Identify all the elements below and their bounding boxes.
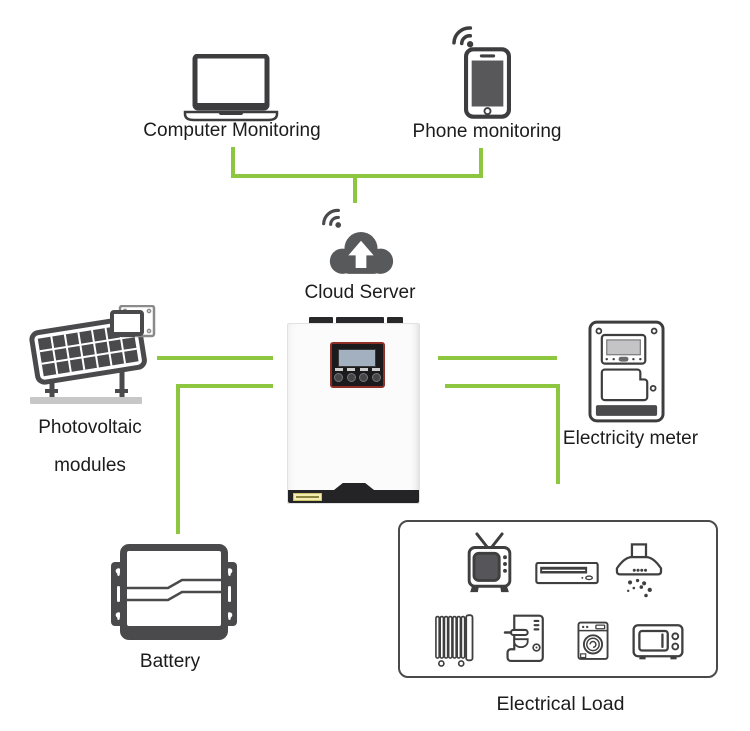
- electricity-meter-label: Electricity meter: [562, 428, 699, 449]
- connector-inverter-to-battery-h: [176, 384, 273, 388]
- oil-heater-icon: [433, 612, 475, 668]
- warning-label-icon: [293, 493, 322, 501]
- phone-monitoring-label: Phone monitoring: [412, 121, 562, 142]
- electrical-load-label: Electrical Load: [496, 693, 625, 715]
- washing-machine-icon: [577, 621, 609, 662]
- inverter-body: [287, 323, 420, 504]
- inverter-buttons: [334, 373, 381, 382]
- smartphone-icon: [464, 47, 511, 119]
- tv-icon: [461, 532, 518, 594]
- inverter-lcd-display: [338, 349, 376, 367]
- connector-phone-to-cloud: [479, 148, 483, 178]
- connector-inverter-to-load-h: [445, 384, 560, 388]
- inverter-vent-strip: [309, 317, 333, 324]
- laptop-icon: [183, 54, 279, 122]
- solar-panel-icon: [28, 305, 160, 407]
- connector-inverter-to-battery-v: [176, 384, 180, 534]
- wifi-icon: [320, 205, 349, 232]
- connector-inverter-to-load-v: [556, 384, 560, 484]
- battery-icon: [110, 542, 238, 646]
- electrical-load-box: [398, 520, 718, 678]
- photovoltaic-modules-label: Photovoltaic modules: [15, 412, 165, 481]
- connector-bus-to-cloud: [353, 178, 357, 203]
- connector-inverter-to-meter: [438, 356, 557, 360]
- range-hood-icon: [612, 543, 665, 603]
- microwave-icon: [631, 623, 685, 662]
- coffee-machine-icon: [502, 614, 550, 666]
- pv-label-line1: Photovoltaic: [38, 417, 142, 438]
- wifi-icon: [450, 22, 482, 52]
- computer-monitoring-label: Computer Monitoring: [143, 120, 321, 141]
- inverter-control-panel: [330, 342, 385, 388]
- connector-monitoring-bus: [231, 174, 483, 178]
- media-player-icon: [535, 562, 599, 585]
- connector-pv-to-inverter: [157, 356, 273, 360]
- inverter-key-labels: [335, 368, 380, 371]
- cloud-server-label: Cloud Server: [304, 282, 416, 303]
- electricity-meter-icon: [588, 320, 665, 425]
- battery-label: Battery: [139, 651, 201, 672]
- solar-inverter-icon: [287, 317, 420, 504]
- inverter-base-bump: [334, 483, 374, 490]
- inverter-vent-strip: [336, 317, 384, 324]
- inverter-vent-strip: [387, 317, 403, 324]
- connector-computer-to-cloud: [231, 147, 235, 178]
- cloud-upload-icon: [324, 226, 398, 277]
- pv-label-line2: modules: [54, 455, 126, 476]
